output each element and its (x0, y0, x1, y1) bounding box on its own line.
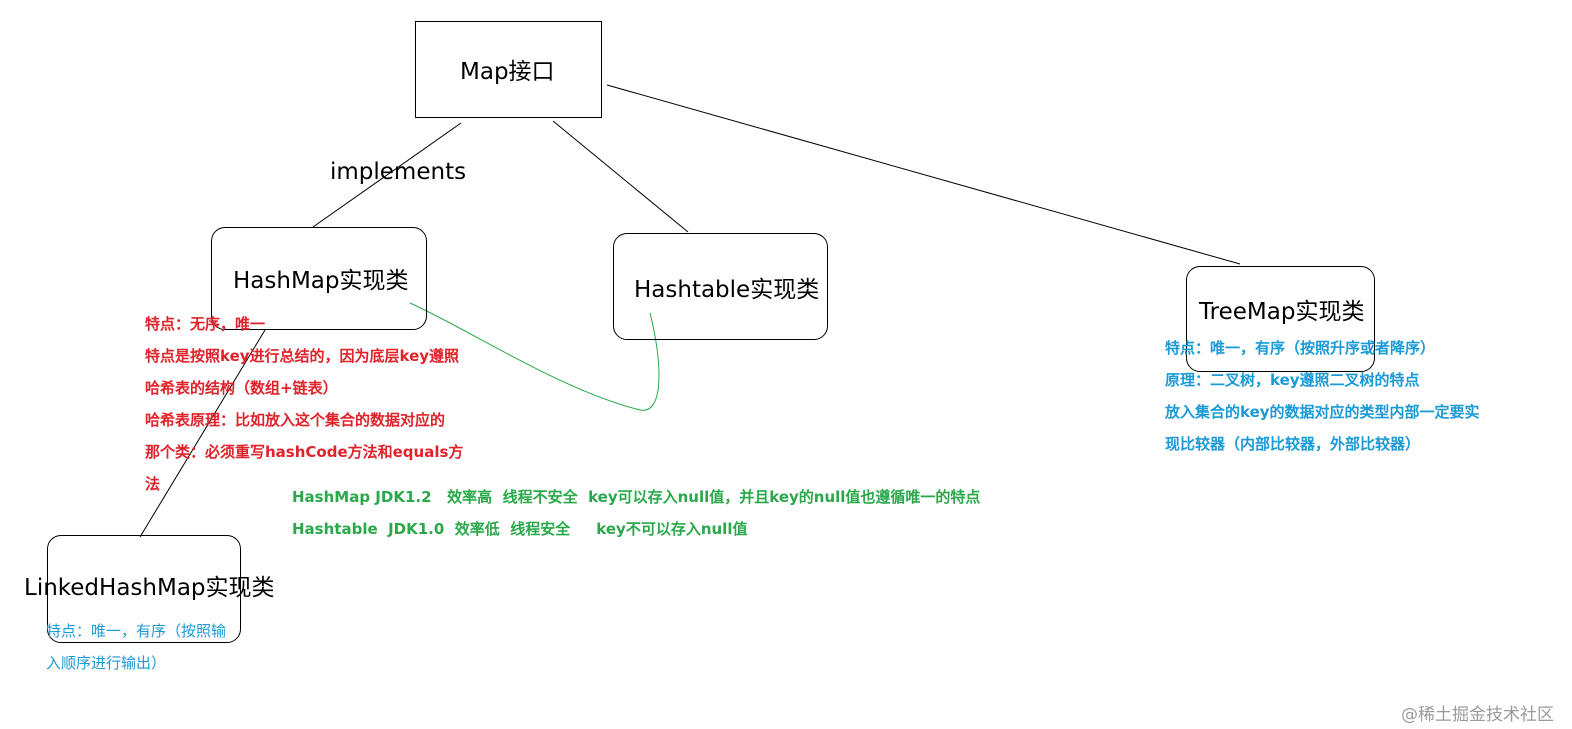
treemap-note-line: 特点：唯一，有序（按照升序或者降序） (1165, 339, 1436, 357)
treemap-label: TreeMap实现类 (1199, 299, 1365, 325)
hashmap-label: HashMap实现类 (233, 268, 409, 294)
hashmap-note-line: 那个类：必须重写hashCode方法和equals方 (145, 443, 464, 461)
linkedhashmap-note-line: 特点：唯一，有序（按照输 (46, 622, 227, 640)
watermark: @稀土掘金技术社区 (1401, 705, 1554, 725)
hashtable-label: Hashtable实现类 (634, 277, 820, 303)
linkedhashmap-box[interactable] (47, 535, 241, 643)
implements-label: implements (330, 159, 467, 185)
hashmap-note-line: 哈希表的结构（数组+链表） (145, 379, 338, 397)
treemap-note-line: 原理：二叉树，key遵照二叉树的特点 (1165, 371, 1420, 389)
hashmap-note-line: 特点：无序，唯一 (145, 315, 266, 333)
edge-map-hashmap (312, 122, 462, 228)
hashtable-box[interactable] (613, 233, 828, 340)
comparison-note-line: HashMap JDK1.2 效率高 线程不安全 key可以存入null值，并且… (292, 488, 981, 506)
curve-hashmap-hashtable (409, 302, 660, 411)
hashmap-note-line: 法 (145, 475, 161, 493)
edge-hashmap-linkedhashmap (139, 329, 266, 538)
linkedhashmap-note-line: 入顺序进行输出） (46, 654, 167, 672)
hashmap-note-line: 哈希表原理：比如放入这个集合的数据对应的 (145, 411, 446, 429)
hashmap-box[interactable] (211, 227, 427, 330)
map-interface-label: Map接口 (460, 59, 555, 85)
treemap-box[interactable] (1186, 266, 1375, 372)
comparison-note-line: Hashtable JDK1.0 效率低 线程安全 key不可以存入null值 (292, 520, 748, 538)
comparison-notes: HashMap JDK1.2 效率高 线程不安全 key可以存入null值，并且… (292, 481, 980, 545)
treemap-note-line: 放入集合的key的数据对应的类型内部一定要实 (1165, 403, 1480, 421)
edge-map-hashtable (552, 120, 689, 233)
hashmap-note-line: 特点是按照key进行总结的，因为底层key遵照 (145, 347, 460, 365)
map-interface-box[interactable] (415, 21, 602, 118)
treemap-notes: 特点：唯一，有序（按照升序或者降序） 原理：二叉树，key遵照二叉树的特点 放入… (1165, 332, 1480, 460)
treemap-note-line: 现比较器（内部比较器，外部比较器） (1165, 435, 1421, 453)
linkedhashmap-label: LinkedHashMap实现类 (24, 575, 275, 601)
linkedhashmap-notes: 特点：唯一，有序（按照输 入顺序进行输出） (46, 615, 226, 679)
edge-map-treemap (606, 84, 1241, 265)
hashmap-notes: 特点：无序，唯一 特点是按照key进行总结的，因为底层key遵照 哈希表的结构（… (145, 308, 463, 500)
